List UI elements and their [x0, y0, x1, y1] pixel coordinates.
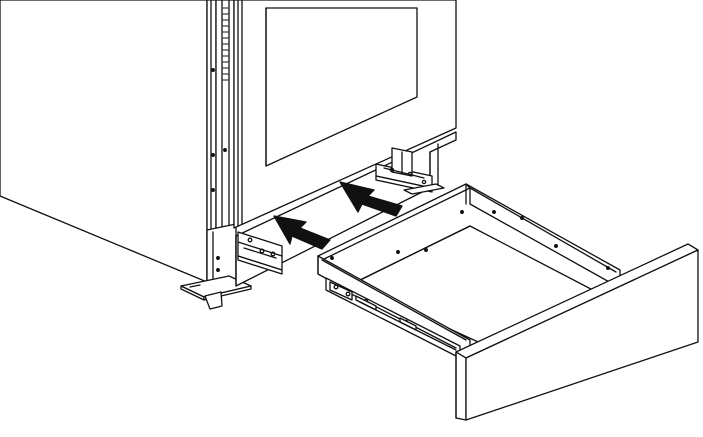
drawer-side-slide: [325, 277, 461, 359]
cabinet-vent-slots: [222, 7, 229, 81]
drawer-right-wall: [465, 183, 621, 289]
cabinet-foot: [180, 275, 252, 310]
slide-rail-left: [237, 231, 283, 275]
slide-rail-right: [375, 147, 445, 195]
tall-cabinet: [0, 0, 252, 310]
cabinet-side-panel: [0, 0, 208, 283]
drawer-front-panel: [455, 243, 699, 421]
cabinet-door: [233, 0, 457, 229]
insertion-arrow-right: [339, 181, 403, 217]
cabinet-hinge-column: [215, 0, 235, 239]
insertion-arrow-left: [273, 215, 331, 250]
